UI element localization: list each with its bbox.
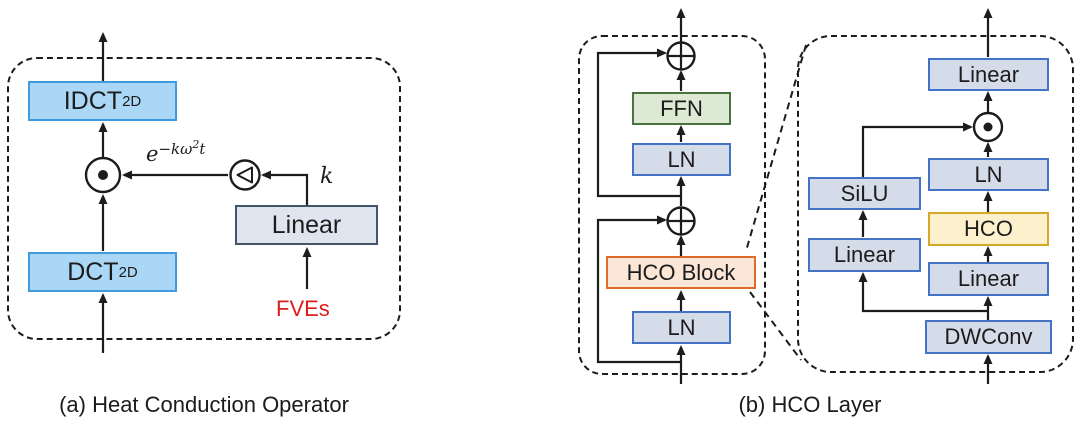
linear-gate-block: Linear [808, 238, 921, 272]
add-icon-top [666, 41, 696, 71]
k-label: k [320, 164, 334, 189]
panel-a-caption: (a) Heat Conduction Operator [59, 392, 349, 417]
silu-block: SiLU [808, 177, 921, 210]
multiply-icon-b [972, 111, 1004, 143]
panel-a-arrows [98, 32, 312, 353]
hco-operator-block: HCO [928, 212, 1049, 246]
panel-a-dashed-border [7, 57, 401, 340]
multiply-icon [84, 156, 122, 194]
linear-out-block: Linear [928, 58, 1049, 91]
ln-block-inner: LN [928, 158, 1049, 191]
panel-b-inner-dashed-border [797, 35, 1074, 373]
add-icon-bottom [666, 206, 696, 236]
ffn-block: FFN [632, 92, 731, 125]
dwconv-block: DWConv [925, 320, 1052, 354]
panel-b-outer-dashed-border [578, 35, 766, 375]
ln-block-top: LN [632, 143, 731, 176]
panel-b-outer-arrows [596, 8, 686, 384]
gate-icon [229, 159, 261, 191]
linear-block-a: Linear [235, 205, 378, 245]
zoom-connector-lines [745, 44, 807, 361]
exponent-label: e−kω2t [146, 138, 206, 166]
linear-in-block: Linear [928, 262, 1049, 296]
panel-b-inner-arrows [858, 8, 993, 384]
panel-b-caption: (b) HCO Layer [738, 392, 882, 417]
hco-block: HCO Block [606, 256, 756, 289]
ln-block-bottom: LN [632, 311, 731, 344]
fves-label: FVEs [276, 296, 330, 321]
